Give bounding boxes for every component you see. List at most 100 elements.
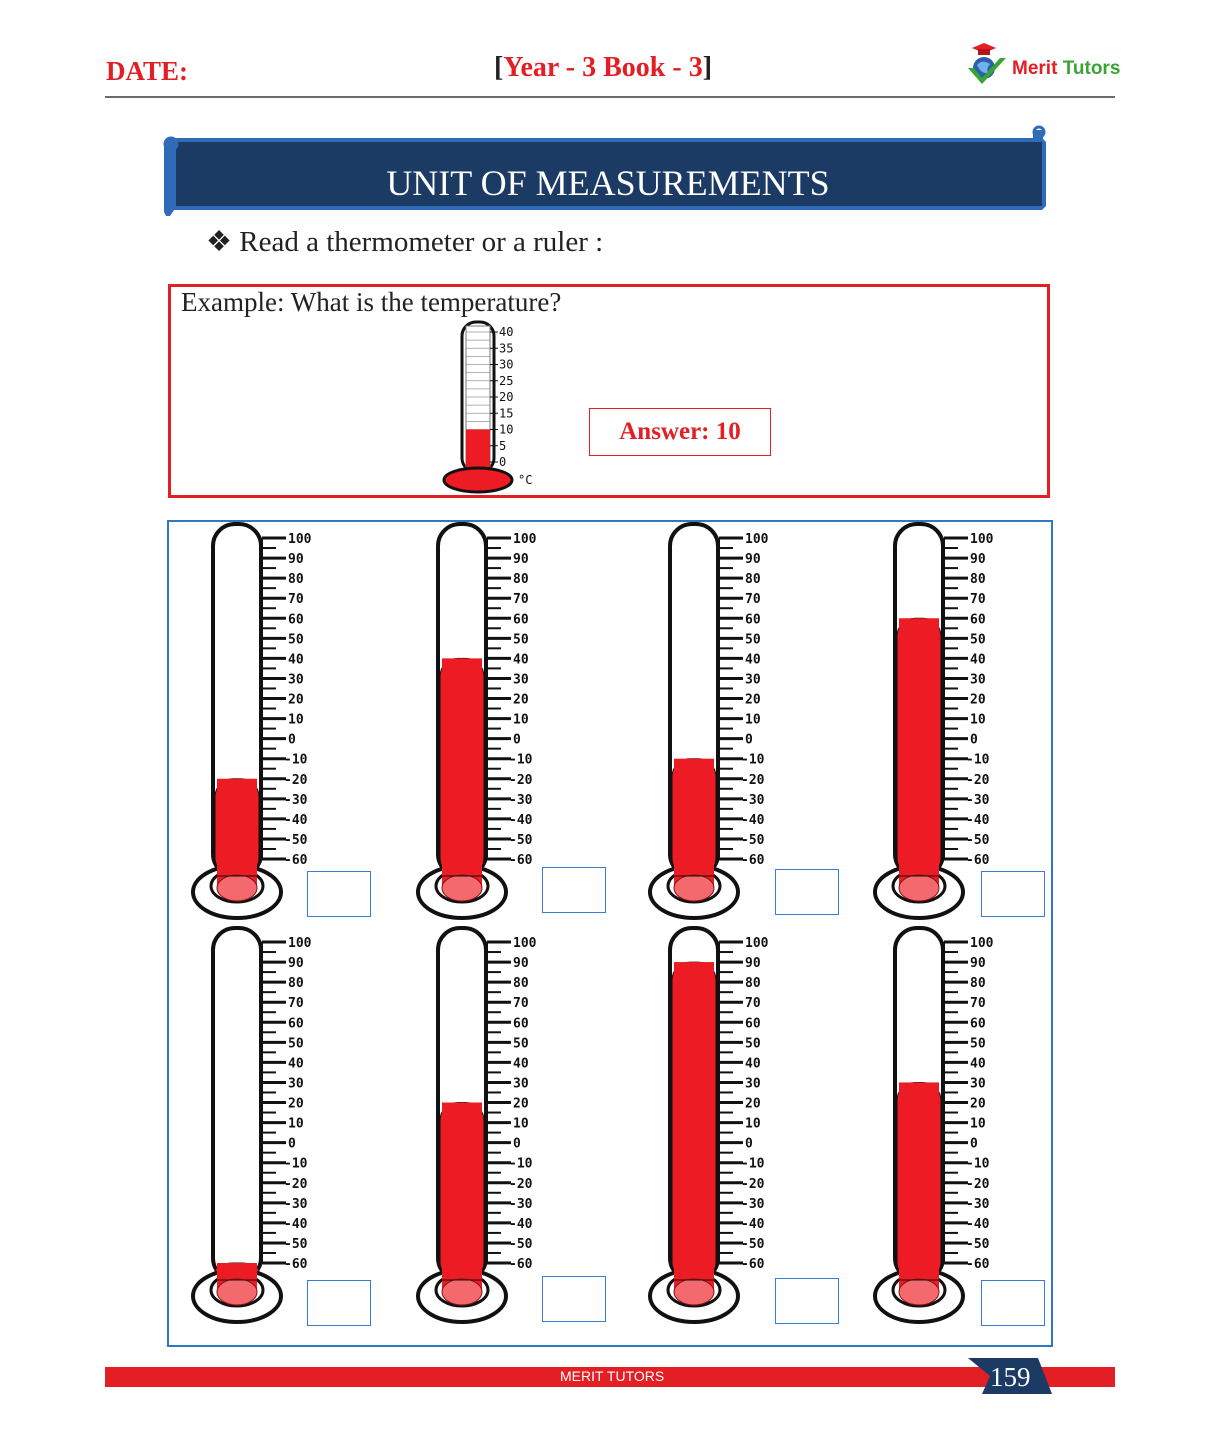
scale-label: 80 — [288, 976, 304, 991]
scale-label: -20 — [741, 773, 765, 788]
scale-label: -60 — [284, 1257, 308, 1272]
example-unit-label: °C — [518, 473, 532, 487]
example-scale-label: 35 — [499, 341, 513, 355]
bulb-fill-joint — [442, 1102, 482, 1290]
scale-label: -40 — [284, 813, 308, 828]
scale-label: -40 — [966, 1217, 990, 1232]
scale-label: 10 — [970, 713, 986, 728]
scale-label: 30 — [970, 1076, 986, 1091]
scale-label: 100 — [288, 936, 312, 951]
scale-label: 30 — [745, 672, 761, 687]
scale-label: 20 — [513, 1097, 529, 1112]
bulb-highlight — [898, 874, 940, 902]
answer-box-7[interactable] — [775, 1278, 839, 1324]
answer-box-5[interactable] — [307, 1280, 371, 1326]
scale-label: -50 — [509, 1237, 533, 1252]
example-scale-label: 30 — [499, 358, 513, 372]
scale-label: 90 — [970, 552, 986, 567]
scale-label: 0 — [970, 1137, 978, 1152]
footer-bar — [105, 1367, 1115, 1387]
scale-label: 90 — [513, 956, 529, 971]
answer-box-3[interactable] — [775, 869, 839, 915]
scale-label: 10 — [513, 1117, 529, 1132]
scale-label: -50 — [509, 833, 533, 848]
example-bulb — [442, 466, 514, 494]
scale-label: 80 — [970, 976, 986, 991]
logo-text: Merit Tutors — [1012, 58, 1120, 80]
scale-label: 90 — [288, 956, 304, 971]
scale-label: -40 — [509, 1217, 533, 1232]
scale-label: 60 — [970, 612, 986, 627]
scale-label: -30 — [741, 793, 765, 808]
scale-label: -50 — [741, 833, 765, 848]
scale-label: 40 — [288, 652, 304, 667]
example-scale-label: 15 — [499, 406, 513, 420]
scale-label: 100 — [513, 532, 537, 547]
scale-label: -20 — [284, 773, 308, 788]
scale-label: 30 — [513, 1076, 529, 1091]
scale-label: -10 — [966, 753, 990, 768]
scale-label: 70 — [288, 996, 304, 1011]
scale-label: 10 — [970, 1117, 986, 1132]
answer-box-4[interactable] — [981, 871, 1045, 917]
scale-label: 40 — [513, 1056, 529, 1071]
scale-label: -30 — [966, 793, 990, 808]
bulb-fill-joint — [899, 1082, 939, 1290]
scale-label: 80 — [513, 976, 529, 991]
scale-label: 50 — [288, 632, 304, 647]
scale-label: 40 — [513, 652, 529, 667]
scale-label: 100 — [745, 532, 769, 547]
scale-label: -20 — [966, 773, 990, 788]
scale-label: 10 — [745, 1117, 761, 1132]
page-title: UNIT OF MEASUREMENTS — [386, 163, 830, 203]
scale-label: 80 — [970, 572, 986, 587]
scale-label: -10 — [741, 753, 765, 768]
answer-box-8[interactable] — [981, 1280, 1045, 1326]
scale-label: 50 — [970, 1036, 986, 1051]
scale-label: -30 — [966, 1197, 990, 1212]
scale-label: 0 — [970, 733, 978, 748]
scale-label: 100 — [513, 936, 537, 951]
logo-text-tutors: Tutors — [1062, 58, 1121, 79]
scale-label: -10 — [741, 1157, 765, 1172]
scale-label: -40 — [509, 813, 533, 828]
scale-label: 0 — [745, 733, 753, 748]
scale-label: 40 — [970, 652, 986, 667]
scale-label: 100 — [745, 936, 769, 951]
page-number-tab — [968, 1358, 1052, 1394]
scale-label: 80 — [745, 572, 761, 587]
scale-label: 100 — [970, 532, 994, 547]
scale-label: 60 — [288, 1016, 304, 1031]
scale-label: 0 — [745, 1137, 753, 1152]
scale-label: -30 — [741, 1197, 765, 1212]
scale-label: 70 — [513, 592, 529, 607]
title-banner — [163, 125, 1046, 216]
scale-label: 70 — [970, 592, 986, 607]
scale-label: -50 — [741, 1237, 765, 1252]
scale-label: -60 — [966, 853, 990, 868]
bulb-fill-joint — [674, 758, 714, 886]
bulb-highlight — [673, 874, 715, 902]
book-label-text: Year - 3 Book - 3 — [503, 52, 703, 83]
scale-label: 40 — [745, 652, 761, 667]
scale-label: 90 — [288, 552, 304, 567]
answer-box-6[interactable] — [542, 1276, 606, 1322]
scale-label: 10 — [745, 713, 761, 728]
scale-label: 0 — [288, 1137, 296, 1152]
scale-label: 80 — [745, 976, 761, 991]
scale-label: 90 — [745, 552, 761, 567]
scale-label: -30 — [284, 793, 308, 808]
answer-box-2[interactable] — [542, 867, 606, 913]
example-scale-label: 25 — [499, 374, 513, 388]
scale-label: -20 — [509, 1177, 533, 1192]
example-scale-label: 20 — [499, 390, 513, 404]
answer-box-1[interactable] — [307, 871, 371, 917]
